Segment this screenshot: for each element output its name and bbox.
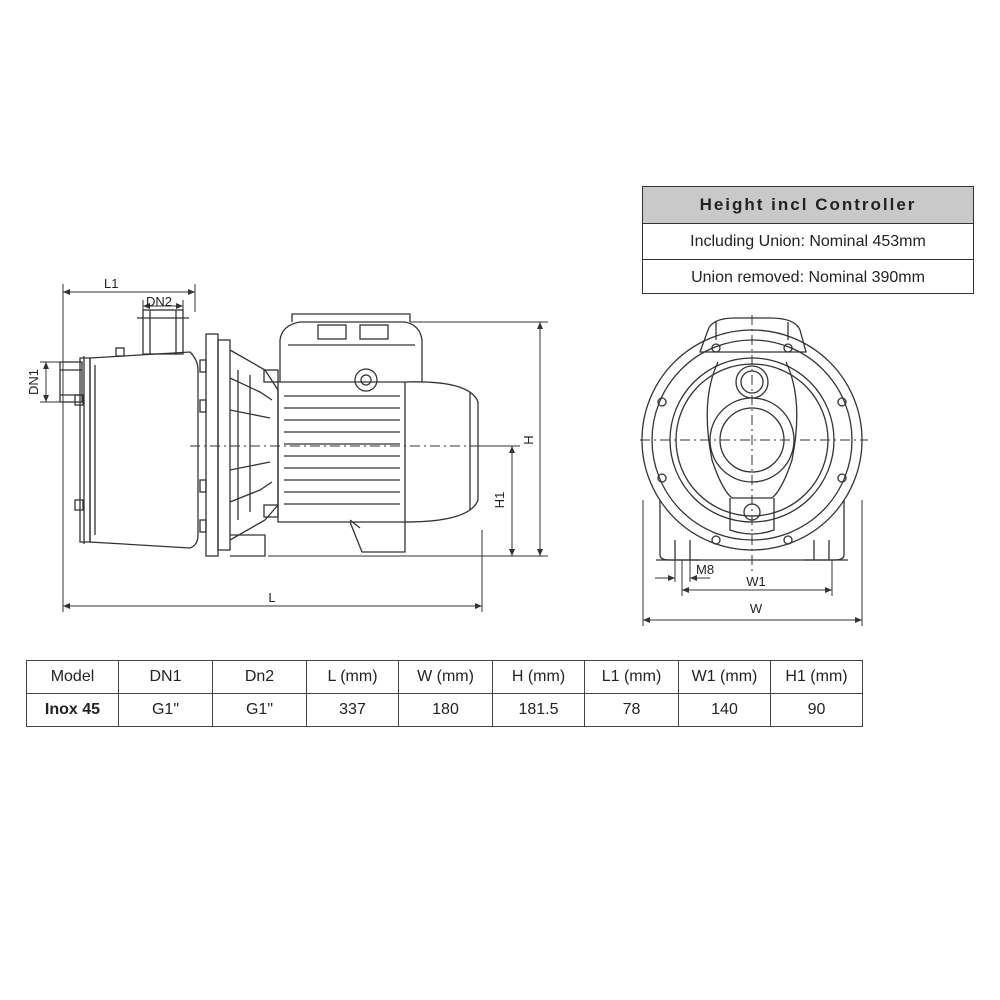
label-dn2: DN2 bbox=[146, 294, 172, 309]
label-l1: L1 bbox=[104, 276, 118, 291]
header-cell: L (mm) bbox=[306, 660, 399, 694]
table-cell: 181.5 bbox=[492, 693, 585, 727]
header-cell: H1 (mm) bbox=[770, 660, 863, 694]
header-cell: H (mm) bbox=[492, 660, 585, 694]
table-cell: G1" bbox=[212, 693, 307, 727]
side-view-dimensions bbox=[40, 284, 548, 612]
table-cell: 140 bbox=[678, 693, 771, 727]
height-box-row-including-union: Including Union: Nominal 453mm bbox=[690, 232, 926, 250]
table-cell: G1" bbox=[118, 693, 213, 727]
spec-table-header-row: Model DN1 Dn2 L (mm) W (mm) H (mm) L1 (m… bbox=[26, 660, 863, 694]
table-cell: 90 bbox=[770, 693, 863, 727]
height-info-box: Height incl Controller Including Union: … bbox=[642, 186, 974, 294]
pump-drawing: L1 DN2 DN1 H H1 L bbox=[26, 276, 868, 626]
height-box-title: Height incl Controller bbox=[643, 187, 973, 224]
table-cell: 78 bbox=[584, 693, 679, 727]
table-cell: 180 bbox=[398, 693, 493, 727]
label-h1: H1 bbox=[492, 492, 507, 509]
table-cell: 337 bbox=[306, 693, 399, 727]
front-view-dimensions bbox=[640, 315, 868, 626]
label-w: W bbox=[750, 601, 763, 616]
label-w1: W1 bbox=[746, 574, 766, 589]
height-box-row-union-removed: Union removed: Nominal 390mm bbox=[643, 259, 973, 295]
header-cell: Model bbox=[26, 660, 119, 694]
header-cell: L1 (mm) bbox=[584, 660, 679, 694]
label-m8: M8 bbox=[696, 562, 714, 577]
spec-table: Model DN1 Dn2 L (mm) W (mm) H (mm) L1 (m… bbox=[26, 660, 863, 727]
label-l: L bbox=[268, 590, 275, 605]
header-cell: DN1 bbox=[118, 660, 213, 694]
header-cell: W (mm) bbox=[398, 660, 493, 694]
model-cell: Inox 45 bbox=[26, 693, 119, 727]
table-row: Inox 45 G1" G1" 337 180 181.5 78 140 90 bbox=[26, 693, 863, 727]
label-h: H bbox=[521, 435, 536, 444]
header-cell: Dn2 bbox=[212, 660, 307, 694]
label-dn1: DN1 bbox=[26, 369, 41, 395]
header-cell: W1 (mm) bbox=[678, 660, 771, 694]
pump-side-view bbox=[59, 309, 479, 557]
